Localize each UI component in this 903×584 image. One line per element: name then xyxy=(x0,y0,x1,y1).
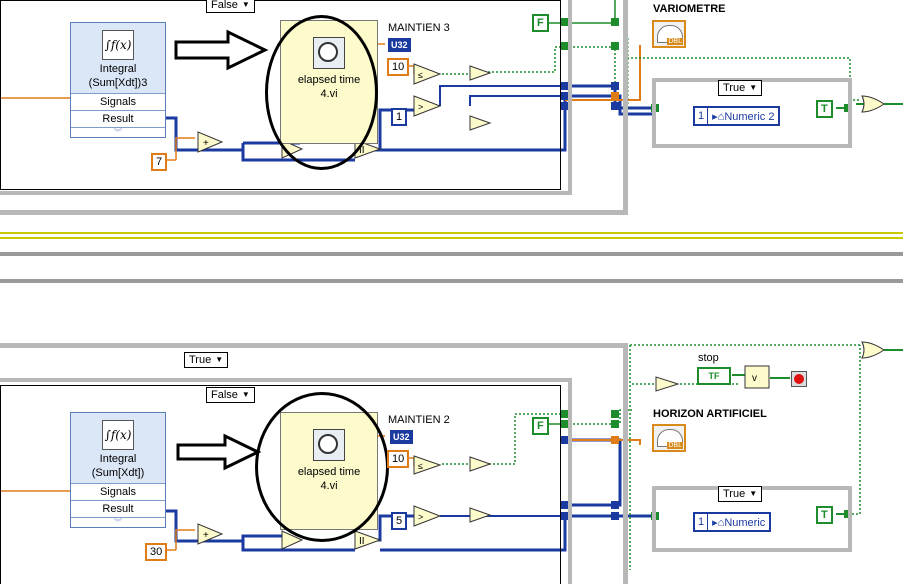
svg-text:+: + xyxy=(203,530,209,541)
chevron-down-icon: ▼ xyxy=(241,0,250,9)
integral-icon: ∫f(x) xyxy=(102,30,134,60)
bottom-inner-case-selector[interactable]: True ▼ xyxy=(718,486,763,502)
bottom-u32-indicator[interactable]: U32 xyxy=(390,430,413,444)
bottom-maintain-label: MAINTIEN 2 xyxy=(388,414,450,426)
bottom-stop-label: stop xyxy=(698,352,719,364)
svg-text:+: + xyxy=(203,138,209,149)
bottom-const-10[interactable]: 10 xyxy=(387,450,410,468)
bottom-outer-case-selector[interactable]: True ▼ xyxy=(184,352,229,368)
top-highlight-circle xyxy=(265,15,378,170)
loop-condition-stop-icon[interactable] xyxy=(791,371,807,387)
bottom-gauge-label: HORIZON ARTIFICIEL xyxy=(653,408,767,420)
bottom-const-5[interactable]: 5 xyxy=(391,512,408,530)
arrow-annotation-top xyxy=(174,29,269,71)
bottom-inner-case-selector-text: True xyxy=(723,488,746,500)
bottom-numeric-value: 1 xyxy=(695,514,709,530)
top-while-loop xyxy=(0,0,628,215)
top-gauge-dbl-badge: DBL xyxy=(667,38,683,45)
svg-text:≤: ≤ xyxy=(418,461,423,471)
top-inner-case-selector[interactable]: True ▼ xyxy=(718,80,763,96)
chevron-down-icon: ▼ xyxy=(215,355,224,364)
bottom-case-selector-text: False xyxy=(211,389,238,401)
bottom-numeric-label-text: Numeric xyxy=(724,516,766,529)
bottom-integral-express-vi[interactable]: ∫f(x) Integral(Sum[Xdt]) Signals Result … xyxy=(70,412,166,528)
chevron-down-icon: ▼ xyxy=(749,489,758,498)
bottom-stop-control[interactable]: TF xyxy=(697,367,731,385)
top-gauge-terminal[interactable]: DBL xyxy=(652,20,686,48)
svg-text:>: > xyxy=(418,102,423,112)
top-numeric-label: ▸⌂Numeric 2 xyxy=(712,110,775,123)
top-integral-title1: Integral xyxy=(99,63,137,75)
bottom-case-structure xyxy=(0,378,572,584)
house-icon: ⌂ xyxy=(717,516,725,529)
bottom-integral-title1: Integral xyxy=(99,453,137,465)
expand-chevron-icon[interactable]: ︾ xyxy=(71,128,165,137)
bottom-gauge-dbl-badge: DBL xyxy=(667,442,683,449)
bottom-const-30[interactable]: 30 xyxy=(145,543,168,561)
top-numeric-value: 1 xyxy=(695,108,709,124)
chevron-down-icon: ▼ xyxy=(241,390,250,399)
top-bool-true-const[interactable]: T xyxy=(816,100,833,118)
top-integral-output-result[interactable]: Result xyxy=(71,110,165,128)
arrow-annotation-bottom xyxy=(176,433,262,471)
expand-chevron-icon[interactable]: ︾ xyxy=(71,518,165,527)
svg-text:II: II xyxy=(359,536,365,547)
chevron-down-icon: ▼ xyxy=(749,83,758,92)
top-u32-indicator[interactable]: U32 xyxy=(388,38,411,52)
top-case-selector-text: False xyxy=(211,0,238,11)
top-const-1[interactable]: 1 xyxy=(391,108,408,126)
top-inner-case-selector-text: True xyxy=(723,82,746,94)
bottom-case-inner xyxy=(0,385,561,584)
bottom-gauge-terminal[interactable]: DBL xyxy=(652,424,686,452)
top-case-inner xyxy=(0,0,561,190)
bottom-integral-output-result[interactable]: Result xyxy=(71,500,165,518)
top-integral-express-vi[interactable]: ∫f(x) Integral (Sum[Xdt])3 Signals Result… xyxy=(70,22,166,138)
bottom-integral-input-signals[interactable]: Signals xyxy=(71,483,165,500)
bottom-integral-title2: (Sum[Xdt]) xyxy=(91,467,145,479)
top-maintain-label: MAINTIEN 3 xyxy=(388,22,450,34)
bottom-outer-case-selector-text: True xyxy=(189,354,212,366)
bottom-case-selector[interactable]: False ▼ xyxy=(206,387,255,403)
svg-text:≤: ≤ xyxy=(418,70,423,80)
bottom-bool-true-const[interactable]: T xyxy=(816,506,833,524)
house-icon: ⌂ xyxy=(717,110,725,123)
svg-text:v: v xyxy=(752,373,757,384)
top-gauge-label: VARIOMETRE xyxy=(653,3,726,15)
top-numeric-label-text: Numeric 2 xyxy=(724,110,775,123)
top-const-10[interactable]: 10 xyxy=(387,58,410,76)
integral-icon: ∫f(x) xyxy=(102,420,134,450)
top-bool-false-const[interactable]: F xyxy=(532,14,549,32)
bottom-bool-false-const[interactable]: F xyxy=(532,417,549,435)
top-const-7[interactable]: 7 xyxy=(151,153,168,171)
svg-text:II: II xyxy=(359,145,365,156)
bottom-highlight-circle xyxy=(255,392,389,542)
svg-text:>: > xyxy=(418,512,423,522)
top-integral-input-signals[interactable]: Signals xyxy=(71,93,165,110)
top-case-structure xyxy=(0,0,572,195)
bottom-while-loop xyxy=(0,343,628,584)
bottom-numeric-indicator[interactable]: 1 ▸⌂Numeric xyxy=(693,512,772,532)
bottom-numeric-label: ▸⌂Numeric xyxy=(712,516,766,529)
top-case-selector[interactable]: False ▼ xyxy=(206,0,255,13)
top-integral-title2: (Sum[Xdt])3 xyxy=(88,77,148,89)
top-numeric-indicator[interactable]: 1 ▸⌂Numeric 2 xyxy=(693,106,781,126)
